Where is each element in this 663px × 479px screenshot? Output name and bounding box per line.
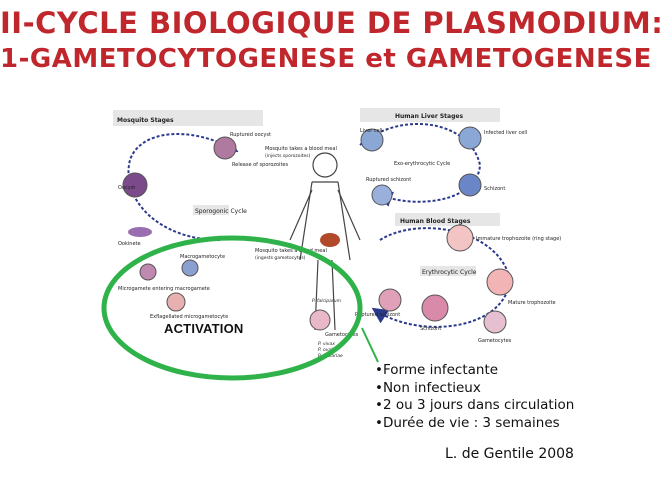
liver-cell-icon	[360, 128, 384, 152]
macrogametocyte-icon	[181, 259, 199, 277]
mature-trophozoite-icon	[486, 268, 514, 296]
erythrocytic-cycle-label: Erythrocytic Cycle	[422, 269, 477, 276]
mosquito-takes-meal-label: Mosquito takes a blood meal	[265, 146, 337, 152]
human-blood-stages-label: Human Blood Stages	[400, 218, 471, 225]
falciparum-gametocyte-icon	[309, 309, 331, 331]
p-ovale-label: P. ovale	[318, 347, 335, 353]
erythrocytic-cycle-arrow	[371, 227, 512, 328]
slide-title-line1: II-CYCLE BIOLOGIQUE DE PLASMODIUM:	[0, 6, 663, 40]
immature-trophozoite-label: Immature trophozoite (ring stage)	[476, 236, 561, 242]
slide-title-line2: 1-GAMETOCYTOGENESE et GAMETOGENESE	[0, 44, 652, 74]
liver-stages-panel: Human Liver Stages Liver cell Infected l…	[359, 108, 527, 207]
infected-liver-cell-icon	[458, 126, 482, 150]
mosquito-stages-panel: Mosquito Stages Sporogonic Cycle Rupture…	[113, 110, 288, 320]
human-figure	[289, 152, 361, 331]
immature-trophozoite-icon	[446, 224, 474, 252]
mosquito-stages-label: Mosquito Stages	[117, 117, 174, 124]
activation-label: ACTIVATION	[164, 321, 244, 336]
human-liver-stages-label: Human Liver Stages	[395, 113, 463, 120]
schizont-label: Schizont	[484, 186, 505, 192]
ruptured-schizont2-icon	[378, 288, 402, 312]
ruptured-schizont2-label: Ruptured schizont	[355, 312, 400, 318]
blood-schizont-icon	[421, 294, 449, 322]
ruptured-oocyst-icon	[213, 136, 237, 160]
highlight-pointer-line	[361, 327, 379, 363]
release-sporozoites-label: Release of sporozoites	[232, 162, 288, 168]
exflagellated-icon	[166, 292, 186, 312]
macrogametocyte-label: Macrogametocyte	[180, 254, 225, 260]
note-item: •Durée de vie : 3 semaines	[375, 414, 560, 431]
microgamete-entering-icon	[139, 263, 157, 281]
mature-trophozoite-label: Mature trophozoite	[508, 300, 556, 306]
liver-cell-label: Liver cell	[360, 128, 382, 134]
liver-icon	[320, 233, 340, 247]
gametocytes-icon	[483, 310, 507, 334]
exo-cycle-label: Exo-erythrocytic Cycle	[394, 161, 450, 167]
p-malariae-label: P. malariae	[318, 353, 343, 359]
gametocyte-notes: •Forme infectante •Non infectieux •2 ou …	[375, 362, 574, 432]
injects-sporozoites-label: (injects sporozoites)	[265, 153, 311, 159]
activation-highlight-ellipse	[101, 235, 363, 381]
source-credit: L. de Gentile 2008	[445, 446, 574, 462]
schizont2-label: Schizont	[420, 326, 441, 332]
ookinete-label: Ookinete	[118, 241, 141, 247]
mosquito-takes-meal2-label: Mosquito takes a blood meal	[255, 248, 327, 254]
microgamete-label: Microgamete entering macrogamete	[118, 286, 210, 292]
blood-stages-panel: Human Blood Stages Immature trophozoite …	[309, 213, 561, 359]
p-falciparum-label: P. falciparum	[312, 298, 342, 304]
malaria-life-cycle-diagram: Mosquito Stages Sporogonic Cycle Rupture…	[101, 108, 561, 381]
oocyst-icon	[122, 172, 148, 198]
exo-cycle-arrow	[359, 123, 482, 207]
schizont-icon	[458, 173, 482, 197]
sporogonic-cycle-arrow	[127, 133, 239, 241]
note-item: •Non infectieux	[375, 379, 481, 396]
p-vivax-label: P. vivax	[318, 341, 335, 347]
infected-liver-cell-label: Infected liver cell	[484, 130, 527, 136]
note-item: •Forme infectante	[375, 362, 499, 378]
ruptured-schizont-label: Ruptured schizont	[366, 177, 411, 183]
ookinete-icon	[128, 227, 152, 237]
gametocytes2-label: Gametocytes	[325, 332, 359, 338]
gametocytes-label: Gametocytes	[478, 338, 512, 344]
note-item: •2 ou 3 jours dans circulation	[375, 397, 575, 413]
ingests-gametocytes-label: (ingests gametocytes)	[255, 255, 306, 261]
ruptured-oocyst-label: Ruptured oocyst	[230, 132, 271, 138]
oocyst-label: Oocyst	[118, 185, 135, 191]
sporogonic-cycle-label: Sporogonic Cycle	[195, 208, 247, 215]
ruptured-schizont-icon	[371, 184, 393, 206]
exflagellated-label: Exflagellated microgametocyte	[150, 314, 228, 320]
